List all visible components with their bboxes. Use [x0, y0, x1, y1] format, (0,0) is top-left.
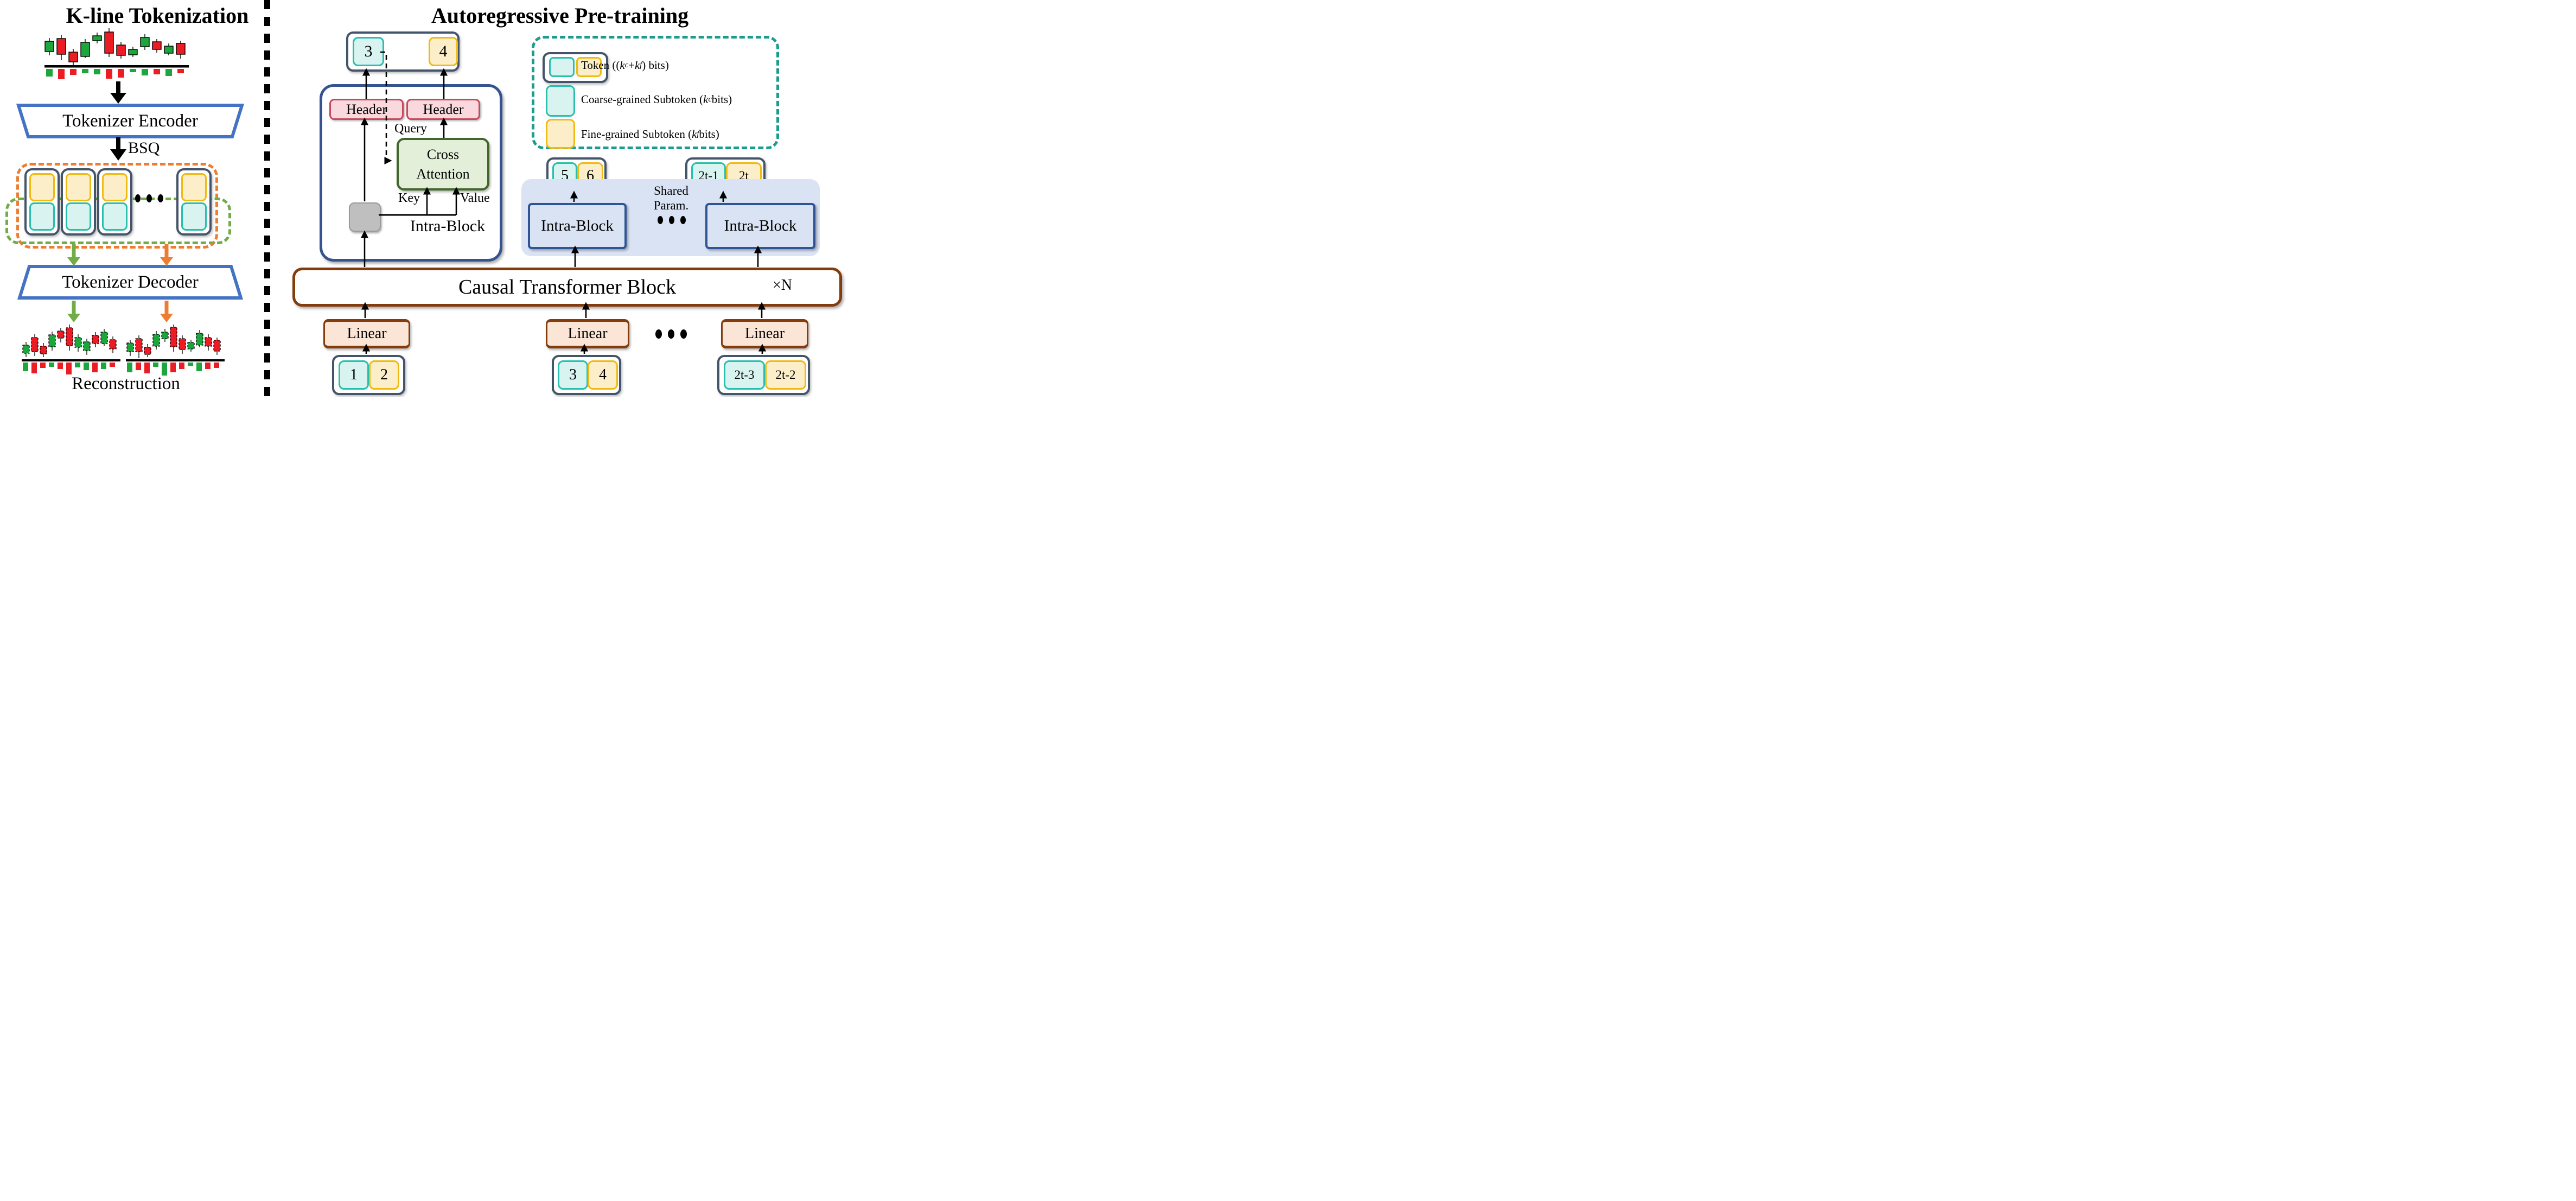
- tokenizer-decoder: Tokenizer Decoder: [16, 265, 244, 300]
- coarse-subtoken-icon: [549, 57, 575, 77]
- token-pair-1-2: 1 2: [332, 355, 405, 395]
- ellipsis-icon: [135, 194, 163, 202]
- output-token-pair: 3 4: [346, 31, 460, 72]
- causal-transformer-block: Causal Transformer Block ×N: [292, 268, 842, 307]
- decoder-trapezoid-shape: [17, 265, 244, 300]
- coarse-subtoken-3: 3: [353, 37, 384, 66]
- panel-divider: [264, 0, 270, 397]
- fine-subtoken-icon: [181, 173, 207, 201]
- token-pair: [176, 168, 212, 236]
- bsq-label: BSQ: [128, 139, 160, 157]
- orange-arrow-icon: [160, 301, 173, 322]
- linear-box-2: Linear: [546, 319, 629, 348]
- intra-block-left: Intra-Block: [528, 203, 627, 249]
- right-panel-title: Autoregressive Pre-training: [431, 3, 689, 28]
- tokenizer-encoder: Tokenizer Encoder: [16, 104, 244, 138]
- reconstruction-chart-icon: [22, 325, 120, 374]
- coarse-subtoken-icon: [29, 202, 55, 231]
- decoder-label: Tokenizer Decoder: [62, 272, 199, 292]
- linear-box-1: Linear: [323, 319, 410, 348]
- green-arrow-icon: [67, 301, 80, 322]
- left-panel-title: K-line Tokenization: [66, 3, 249, 28]
- legend-token-pair-icon: [543, 52, 608, 83]
- volume-bars: [46, 69, 184, 79]
- token-pair: [97, 168, 132, 236]
- fine-subtoken-icon: [102, 173, 127, 201]
- encoder-trapezoid-shape: [16, 104, 244, 138]
- kline-chart-icon: [44, 28, 189, 79]
- diagram-canvas: K-line Tokenization: [0, 0, 850, 397]
- coarse-subtoken-2t-3: 2t-3: [724, 360, 765, 390]
- fine-subtoken-icon: [546, 119, 575, 149]
- encoder-label: Tokenizer Encoder: [62, 111, 198, 131]
- intra-block-label: Intra-Block: [410, 217, 486, 235]
- repeat-n-label: ×N: [773, 277, 793, 294]
- token-pair-2t3-2t2: 2t-3 2t-2: [717, 355, 810, 395]
- reconstruction-label: Reconstruction: [72, 373, 180, 393]
- token-pair-3-4: 3 4: [552, 355, 621, 395]
- header-box-left: Header: [329, 99, 404, 120]
- fine-subtoken-icon: [576, 57, 602, 77]
- value-label: Value: [460, 191, 490, 205]
- fine-subtoken-2: 2: [369, 360, 399, 390]
- down-arrow-icon: [110, 81, 126, 104]
- intra-block-right: Intra-Block: [705, 203, 815, 249]
- coarse-subtoken-icon: [102, 202, 127, 231]
- ellipsis-icon: [658, 216, 686, 224]
- token-pair: [61, 168, 96, 236]
- fine-subtoken-4: 4: [429, 37, 458, 66]
- header-box-right: Header: [406, 99, 480, 120]
- ellipsis-icon: [655, 329, 687, 339]
- coarse-subtoken-1: 1: [339, 360, 369, 390]
- fine-subtoken-icon: [29, 173, 55, 201]
- coarse-subtoken-icon: [546, 85, 575, 117]
- coarse-subtoken-icon: [66, 202, 91, 231]
- hidden-state-icon: [349, 202, 381, 232]
- fine-subtoken-4: 4: [588, 360, 618, 390]
- coarse-subtoken-3: 3: [558, 360, 588, 390]
- down-arrow-icon: [110, 137, 126, 161]
- coarse-subtoken-icon: [181, 202, 207, 231]
- linear-box-3: Linear: [721, 319, 808, 348]
- reconstruction-chart-icon: [126, 325, 225, 376]
- token-pair: [24, 168, 60, 236]
- key-label: Key: [398, 191, 420, 205]
- query-label: Query: [394, 122, 427, 136]
- fine-subtoken-icon: [66, 173, 91, 201]
- fine-subtoken-2t-2: 2t-2: [765, 360, 806, 390]
- causal-block-label: Causal Transformer Block: [458, 276, 677, 298]
